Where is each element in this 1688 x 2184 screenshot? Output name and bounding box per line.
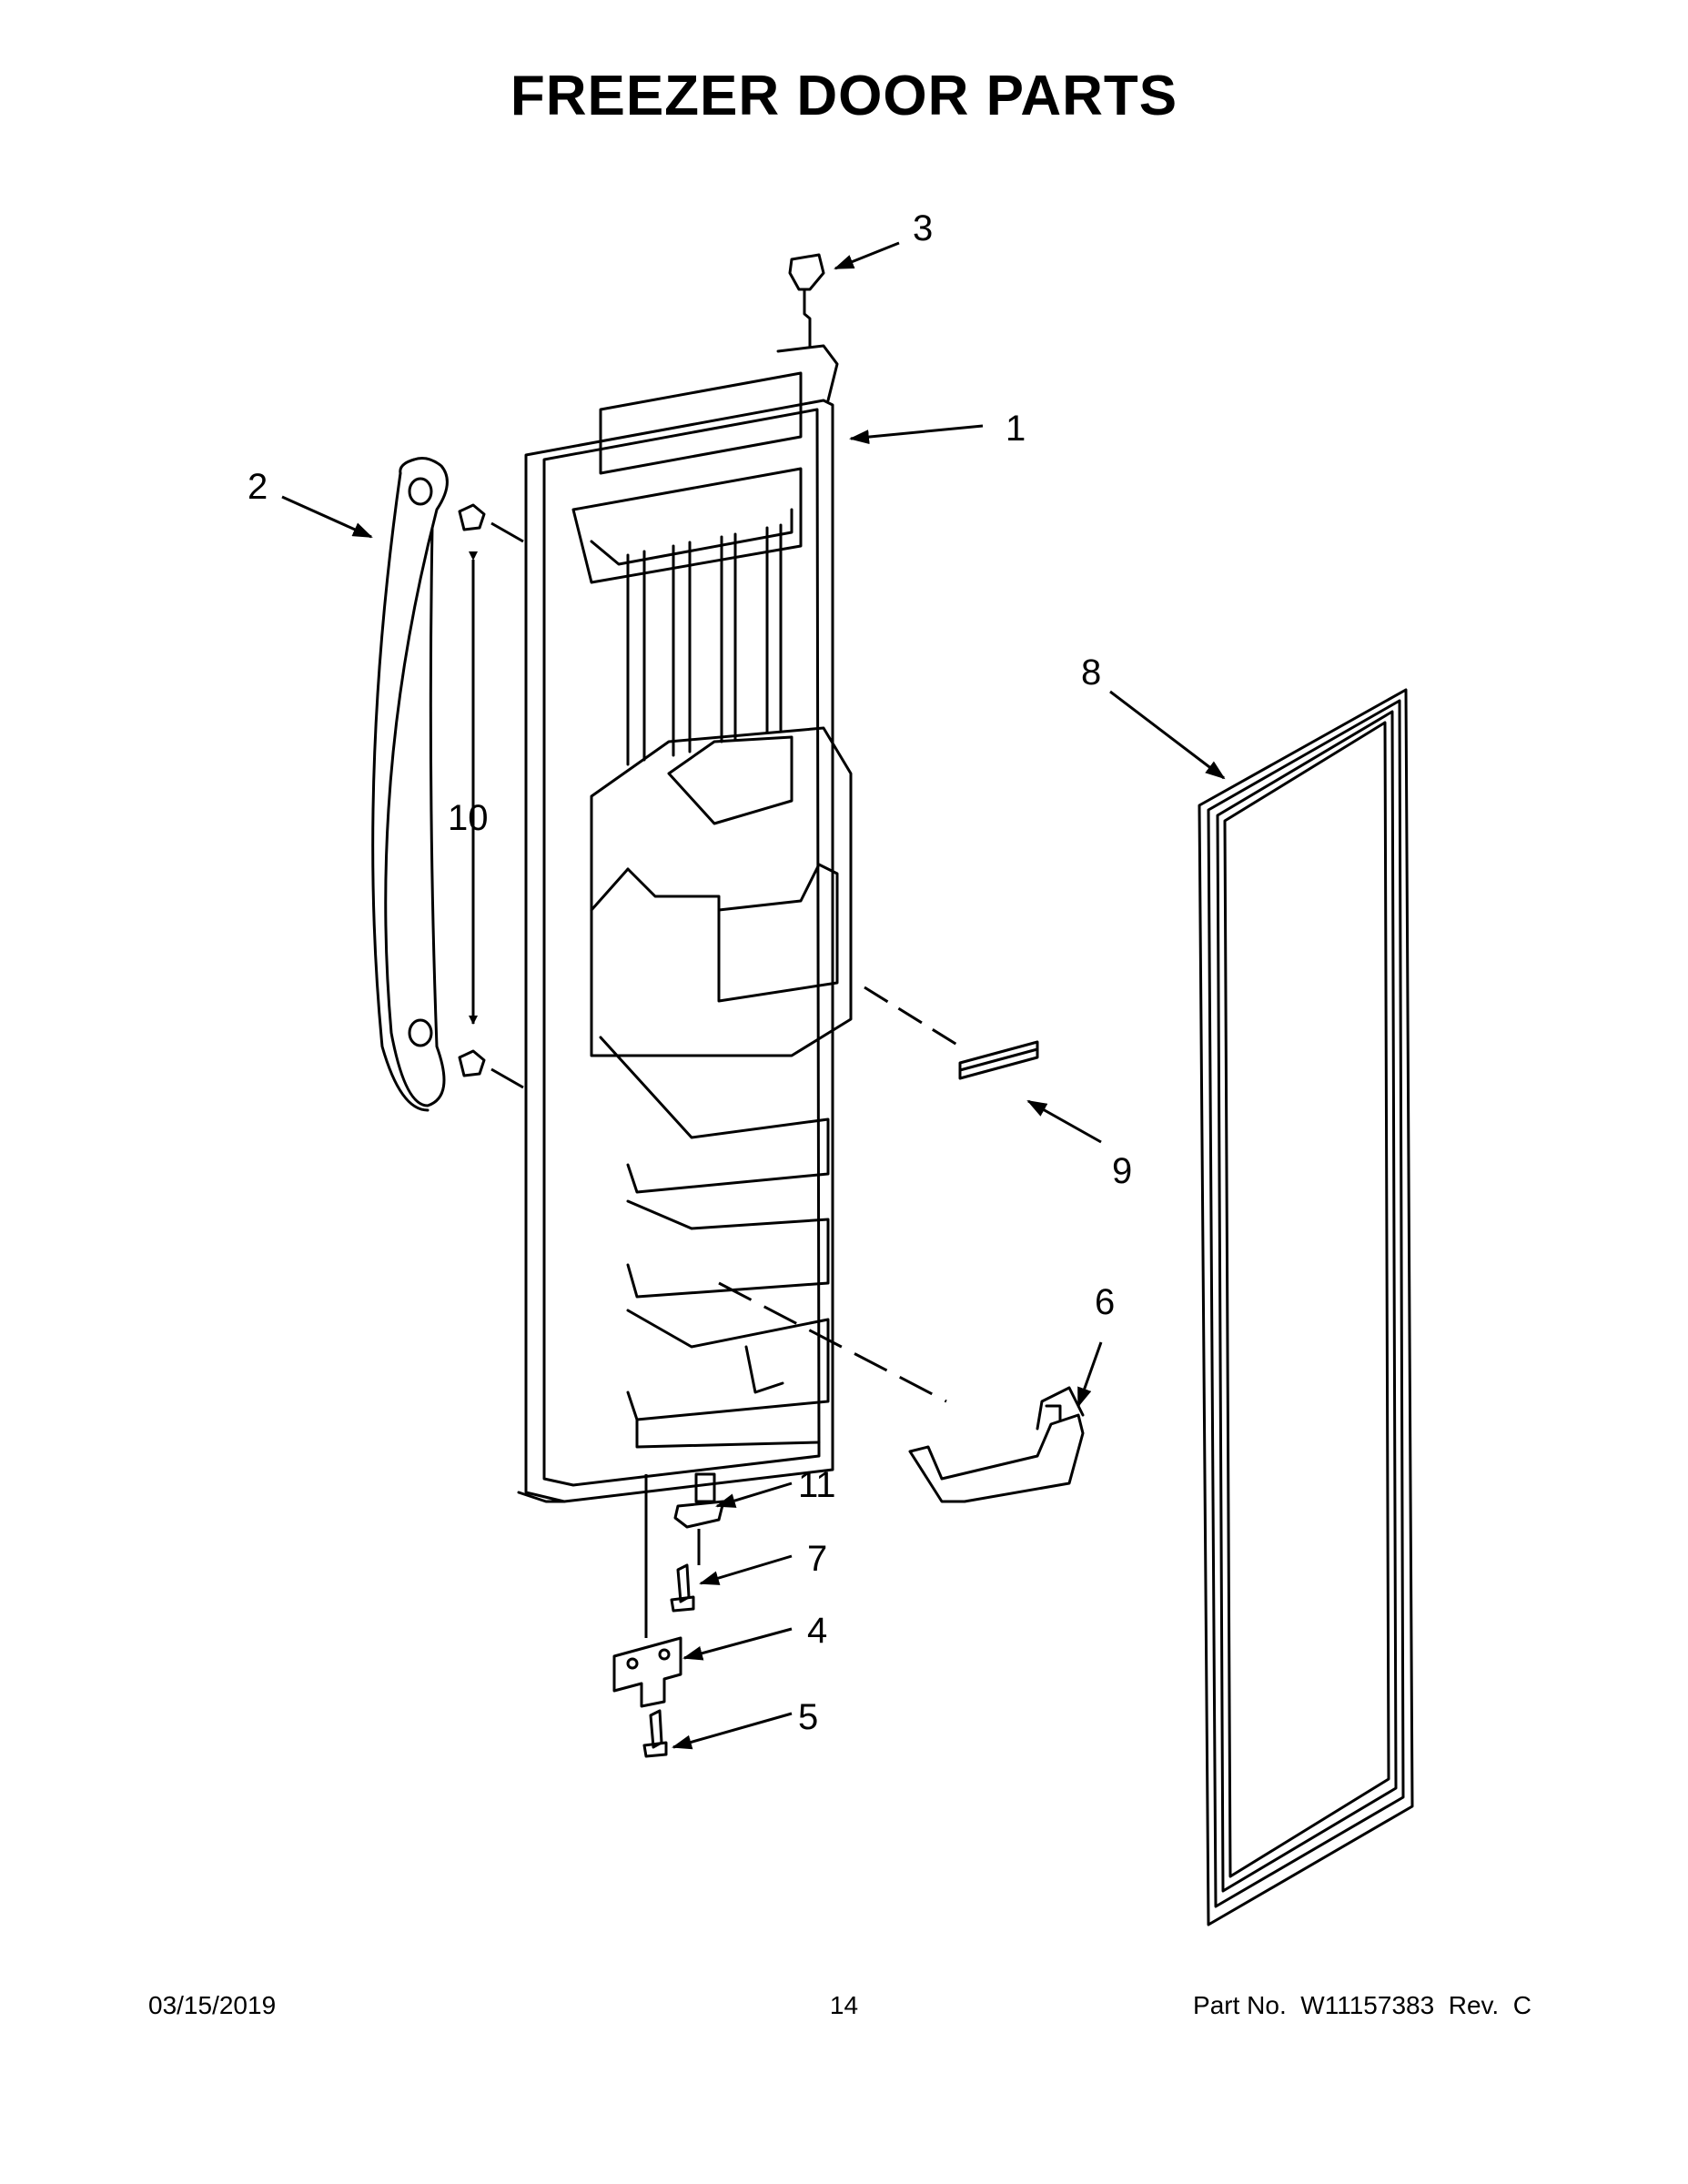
door-liner-part [517,371,853,1503]
hinge-plug-part [776,253,839,402]
callout-6: 6 [1095,1282,1115,1322]
trim-strip-part [958,1040,1039,1080]
footer-date: 03/15/2019 [148,1991,277,2019]
door-bin-part [908,1386,1085,1503]
callout-7: 7 [807,1539,827,1579]
assembly-lines [469,521,961,1638]
door-hinge-part [612,1636,682,1708]
page-title: FREEZER DOOR PARTS [510,65,1178,127]
door-gasket-part [1198,688,1414,1926]
footer-page-number: 14 [829,1991,859,2019]
callout-9: 9 [1112,1151,1132,1191]
hinge-screw-part [670,1563,695,1613]
door-handle-part [371,457,449,1112]
callout-leaders [281,241,1226,1750]
handle-stud-part [458,503,486,1077]
callout-11: 11 [798,1465,836,1505]
callout-3: 3 [913,208,933,248]
bottom-screw-part [642,1709,668,1758]
callout-4: 4 [807,1611,827,1651]
callout-10: 10 [448,798,489,838]
callout-1: 1 [1006,409,1026,449]
callout-8: 8 [1081,652,1101,693]
callout-2: 2 [248,467,268,507]
footer-part-number: Part No. W11157383 Rev. C [1193,1991,1531,2019]
callout-5: 5 [798,1697,818,1737]
